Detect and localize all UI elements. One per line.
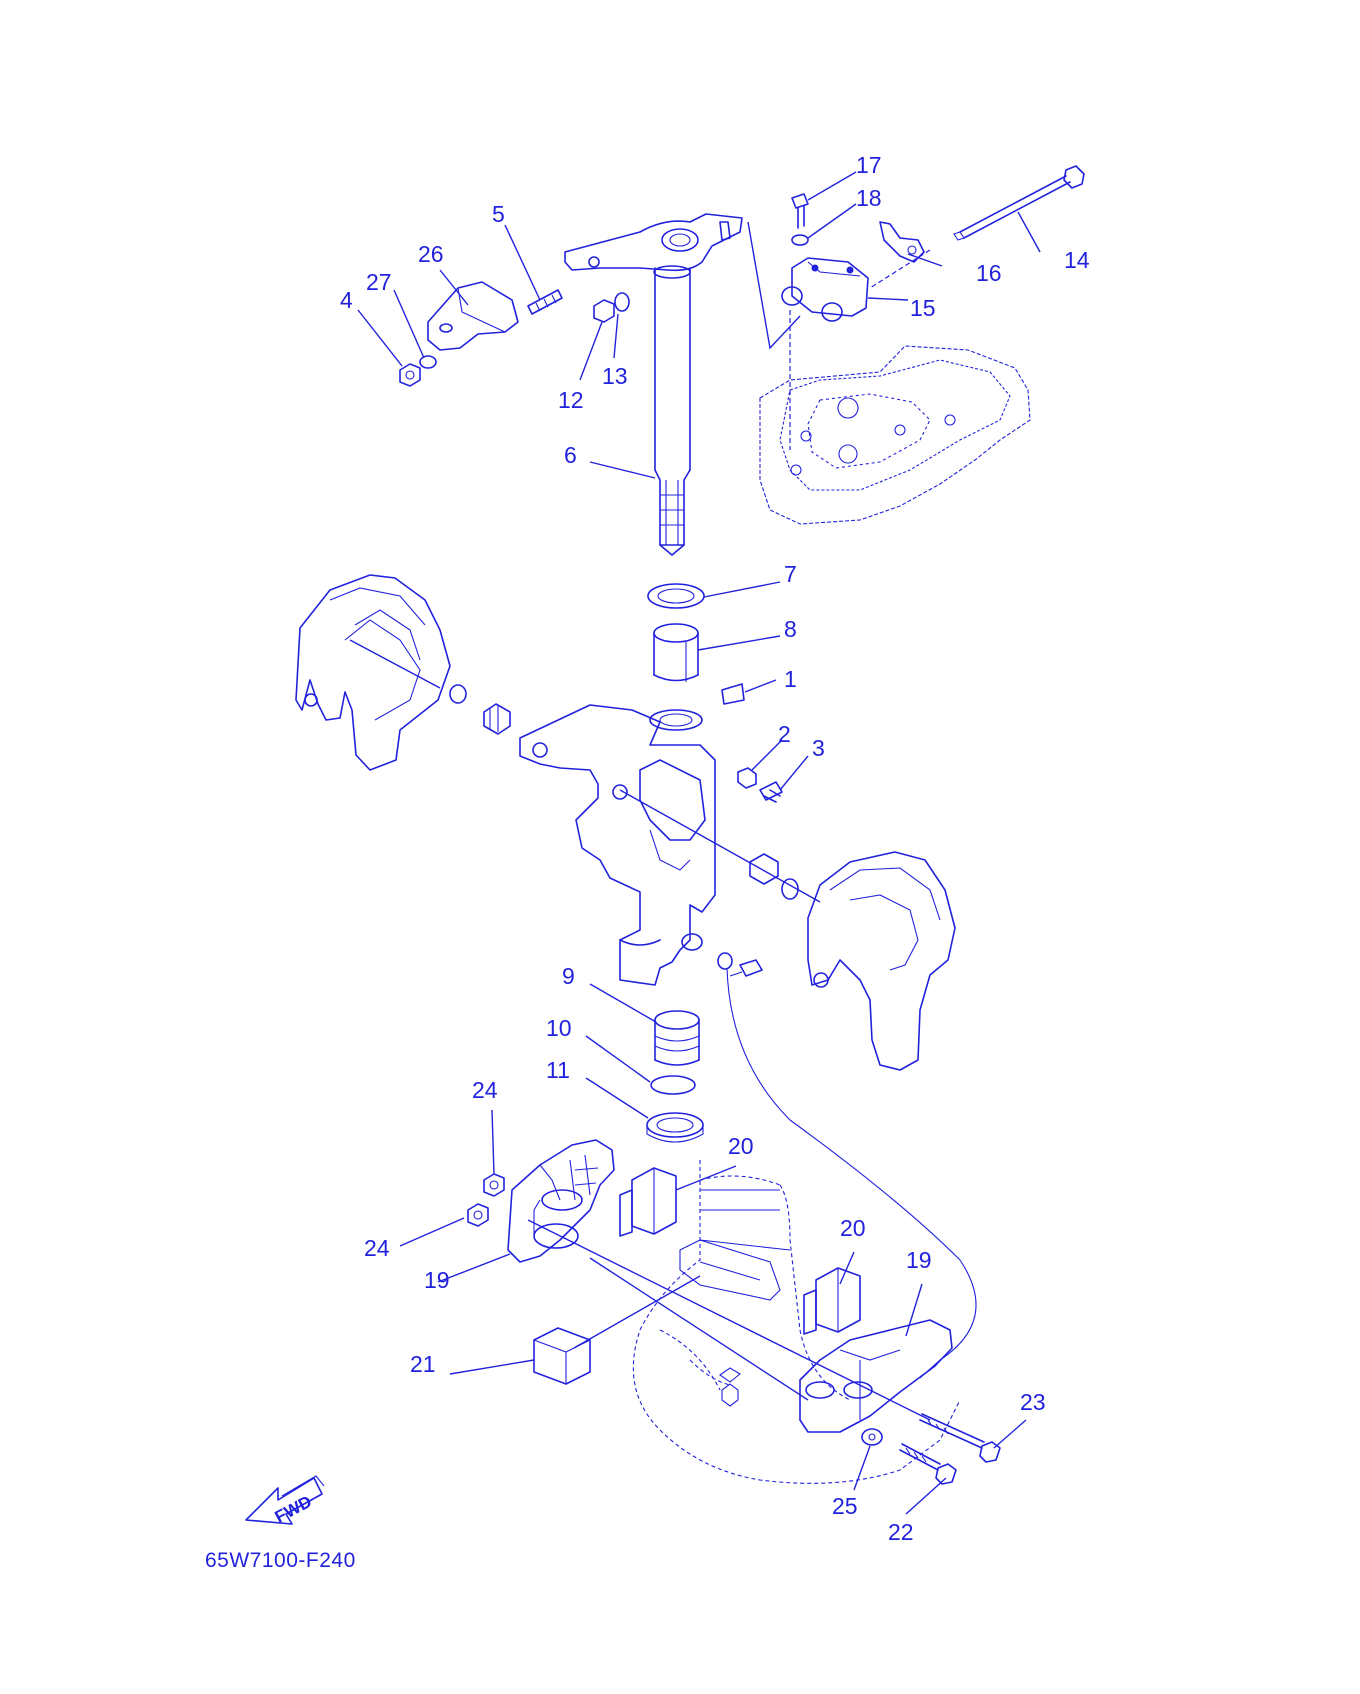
callout-20-upper: 20 [728,1133,754,1159]
bolt-23 [919,1413,1001,1463]
callout-24-upper: 24 [472,1077,498,1103]
clamp-bracket-left [295,574,451,771]
damper-20-upper [619,1167,677,1237]
right-pivot-bushing [749,853,779,885]
callout-14: 14 [1064,247,1090,273]
bushing-8 [653,623,699,682]
nut-4 [399,363,421,387]
steering-arm [564,213,743,272]
steering-shaft [653,265,691,556]
callout-23: 23 [1020,1389,1046,1415]
bolt-17 [791,193,809,229]
mount-housing-19-right [799,1319,953,1433]
callout-19-left: 19 [424,1267,450,1293]
callout-26: 26 [418,241,444,267]
nut-2 [737,767,757,789]
callout-10: 10 [546,1015,572,1041]
callout-16: 16 [976,260,1002,286]
washer-27 [419,355,437,369]
callout-18: 18 [856,185,882,211]
callout-11: 11 [546,1057,570,1083]
bracket-26 [427,281,519,351]
callout-15: 15 [910,295,936,321]
bolt-3 [759,781,783,803]
leader-lines [357,171,1041,1515]
callout-7: 7 [784,561,797,587]
callout-22: 22 [888,1519,914,1545]
callout-6: 6 [564,442,577,468]
washer-25 [861,1428,883,1446]
seal-11 [646,1112,704,1143]
o-ring-small [717,952,733,970]
callout-5: 5 [492,201,505,227]
bottom-cowling [759,345,1031,525]
fwd-direction-arrow: FWD [245,1475,325,1527]
callout-4: 4 [340,287,353,313]
callout-24-lower: 24 [364,1235,390,1261]
nut-24-upper [483,1173,505,1197]
callout-17: 17 [856,152,882,178]
stud-5 [527,289,563,315]
callout-19-right: 19 [906,1247,932,1273]
callout-1: 1 [784,666,797,692]
callout-3: 3 [812,735,825,761]
callout-20-lower: 20 [840,1215,866,1241]
damper-20-lower [803,1267,861,1335]
callout-21: 21 [410,1351,436,1377]
callout-12: 12 [558,387,584,413]
lower-case-outline [632,1160,961,1484]
callout-9: 9 [562,963,575,989]
left-pivot-washer [449,684,467,704]
bushing-9 [654,1010,700,1066]
callout-2: 2 [778,721,791,747]
callout-8: 8 [784,616,797,642]
bolt-22 [899,1443,957,1485]
callout-25: 25 [832,1493,858,1519]
callout-27: 27 [366,269,392,295]
callout-13: 13 [602,363,628,389]
swivel-bracket [519,704,716,986]
callout-labels: 1 2 3 4 5 6 7 8 9 10 11 12 13 14 15 16 1… [340,152,1090,1545]
nut-24-lower [467,1203,489,1227]
nut-12 [593,299,615,323]
grease-nipple [729,959,763,977]
clamp-bracket-right [807,851,956,1071]
left-pivot-bushing [483,703,511,735]
upper-mount-15 [781,257,869,322]
washer-13 [614,292,630,312]
seal-7 [647,583,705,609]
ground-lead-16 [879,221,925,263]
washer-18 [791,234,809,246]
tab-1 [721,683,745,705]
block-21 [533,1327,591,1385]
mount-housing-19-left [507,1139,615,1263]
drawing-number: 65W7100-F240 [205,1549,356,1572]
long-bolt-14 [953,165,1085,241]
o-ring-10 [650,1075,696,1095]
